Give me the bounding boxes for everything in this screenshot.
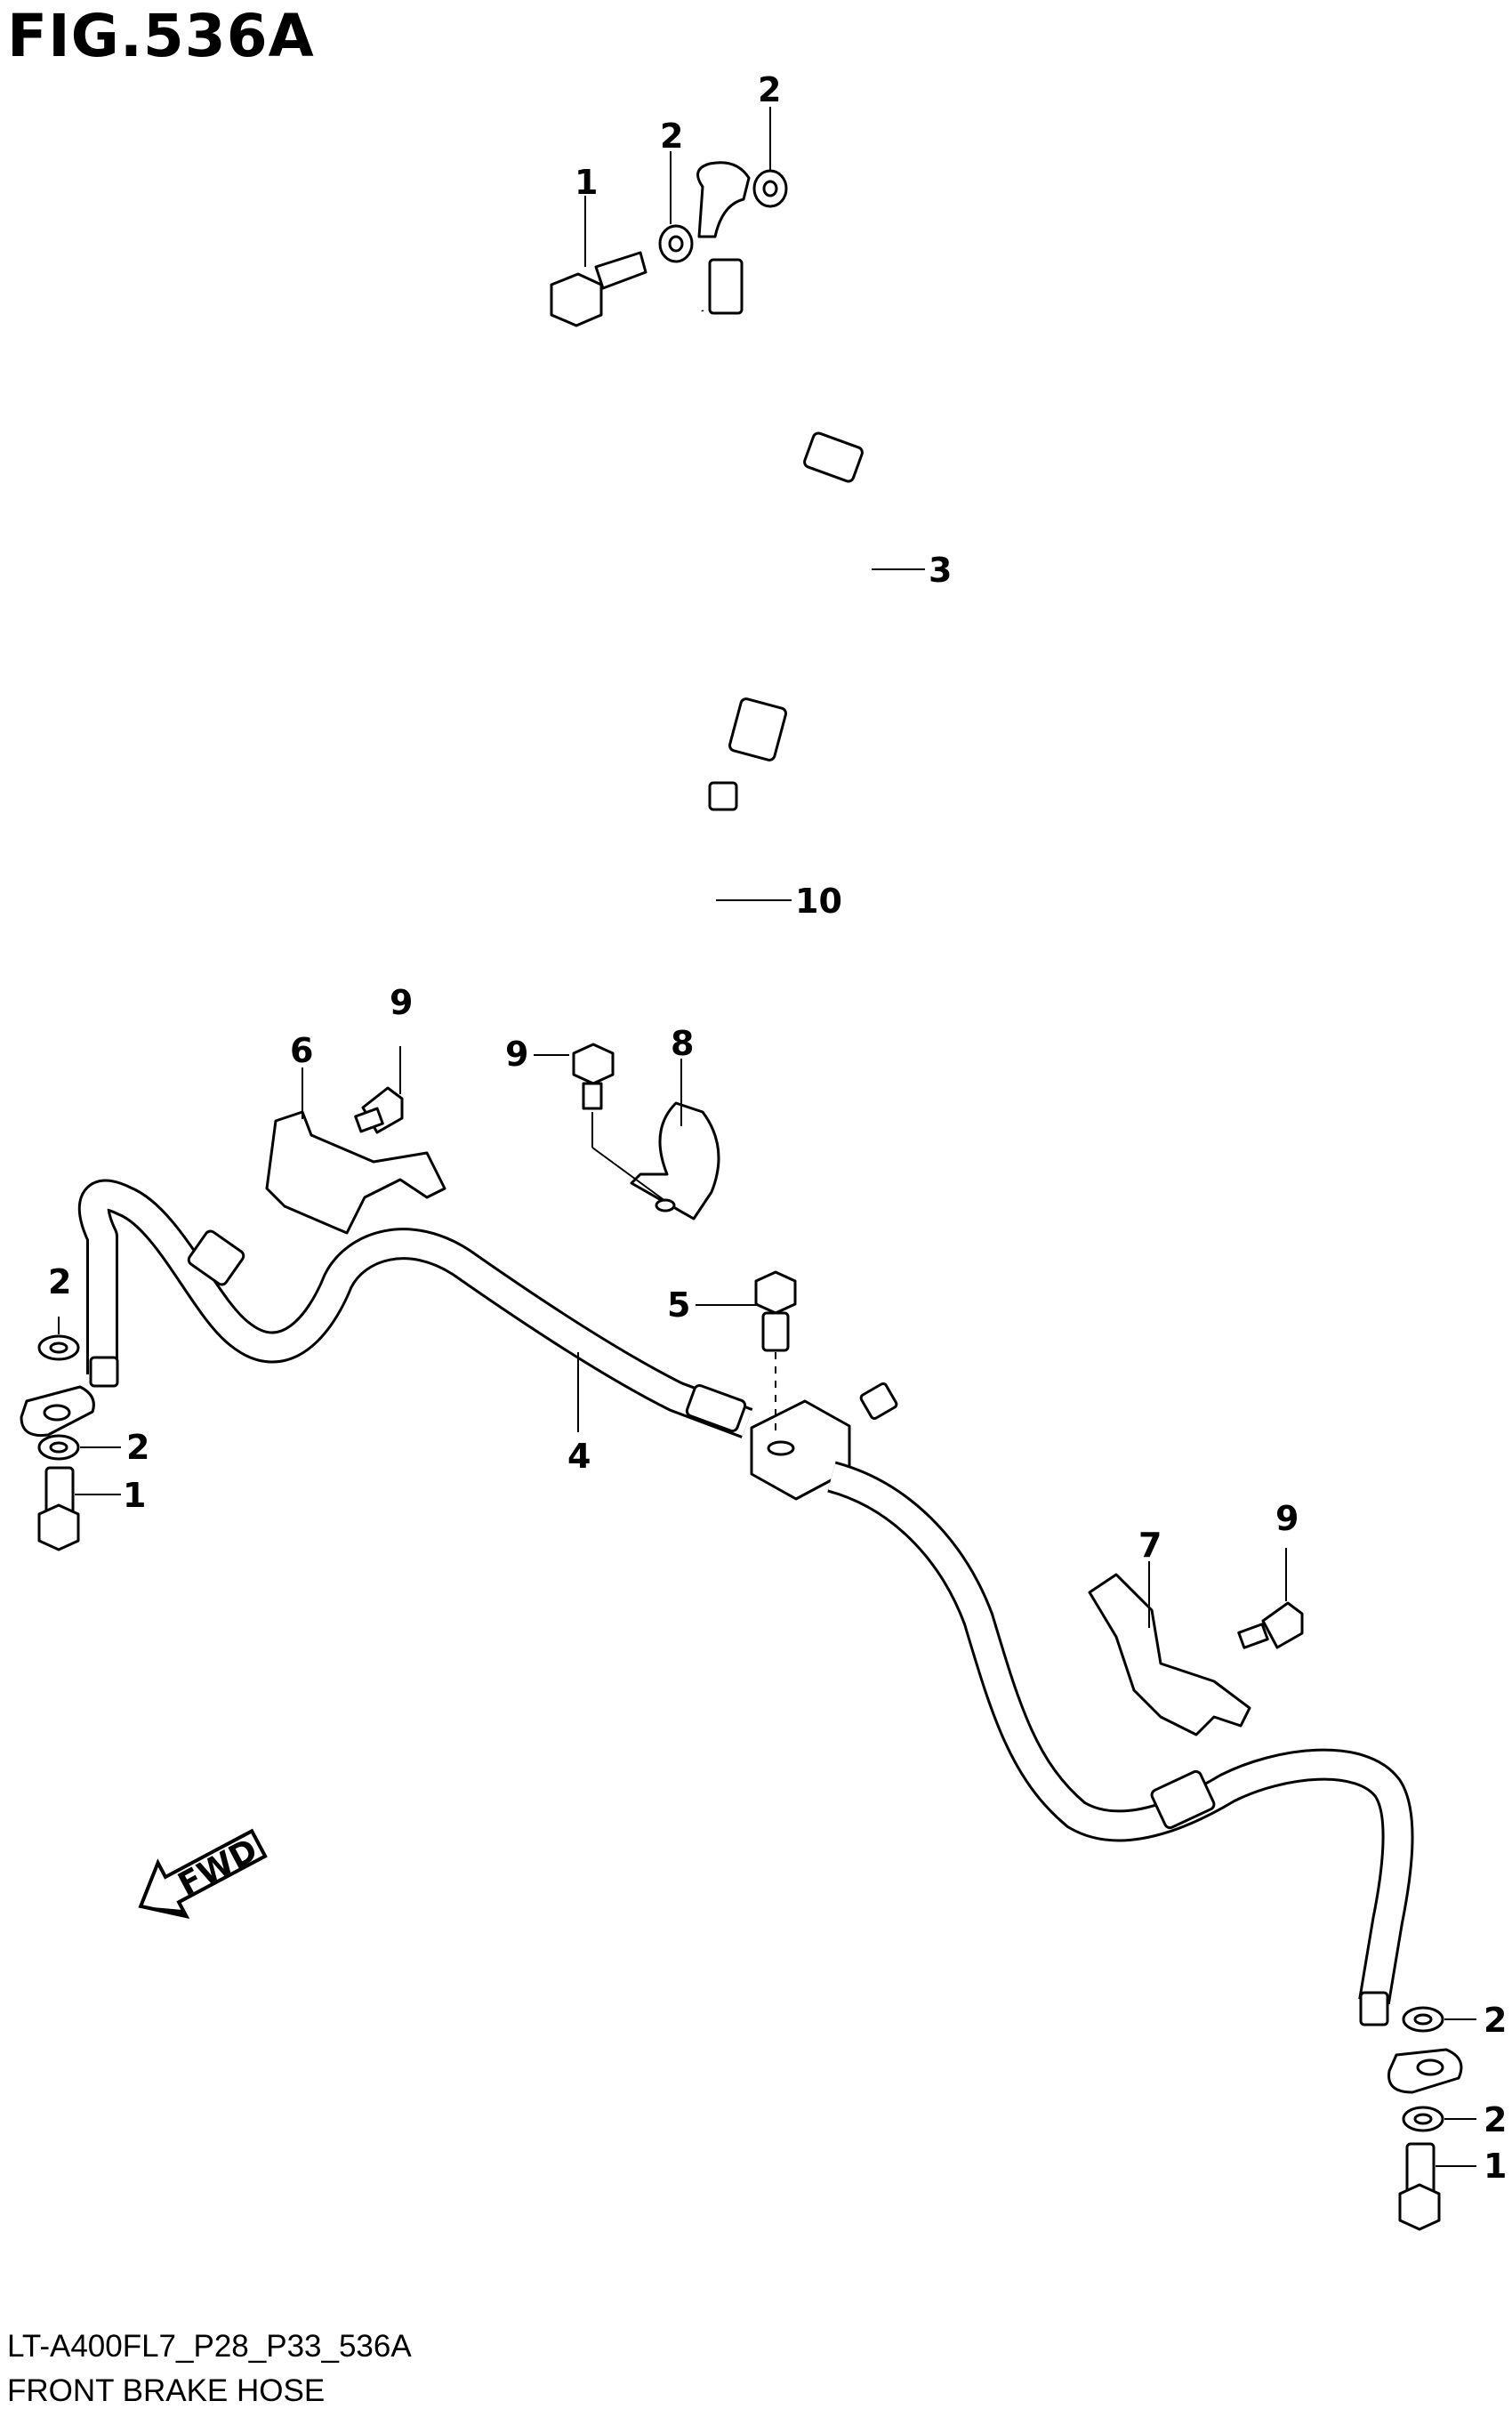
callout-10: 10 bbox=[795, 882, 842, 921]
callout-9: 9 bbox=[1275, 1499, 1299, 1538]
part-5-bolt[interactable] bbox=[754, 1270, 797, 1352]
fwd-label: FWD bbox=[173, 1832, 263, 1903]
part-6-bracket[interactable] bbox=[265, 1110, 446, 1235]
leader-lines bbox=[58, 107, 1476, 2167]
callout-2: 2 bbox=[660, 117, 683, 156]
callout-4: 4 bbox=[567, 1437, 591, 1476]
callout-7: 7 bbox=[1138, 1526, 1162, 1565]
callout-labels: 1 2 2 3 10 9 6 9 8 2 2 1 5 4 7 9 2 2 1 bbox=[48, 70, 1507, 2186]
callout-8: 8 bbox=[671, 1024, 694, 1063]
callout-2: 2 bbox=[48, 1262, 71, 1301]
part-2-washers[interactable] bbox=[37, 169, 1444, 2132]
part-8-clamp[interactable] bbox=[630, 1101, 720, 1221]
figure-name: FRONT BRAKE HOSE bbox=[7, 2373, 326, 2408]
callout-2: 2 bbox=[758, 70, 781, 109]
right-lower-hose[interactable] bbox=[826, 1461, 1463, 2094]
figure-code: LT-A400FL7_P28_P33_536A bbox=[7, 2329, 412, 2364]
callout-5: 5 bbox=[667, 1285, 690, 1325]
callout-9: 9 bbox=[505, 1035, 528, 1074]
callout-1: 1 bbox=[123, 1476, 146, 1515]
part-1-bolt-left[interactable] bbox=[37, 1466, 80, 1551]
part-7-bracket[interactable] bbox=[1088, 1573, 1251, 1736]
callout-2: 2 bbox=[1484, 2100, 1507, 2139]
figure-title: FIG.536A bbox=[7, 2, 315, 70]
part-4-left-hose[interactable] bbox=[20, 1179, 753, 1438]
part-1-bolt-top[interactable] bbox=[550, 251, 647, 327]
callout-2: 2 bbox=[126, 1428, 149, 1467]
callout-6: 6 bbox=[290, 1031, 313, 1070]
callout-1: 1 bbox=[1484, 2147, 1507, 2186]
callout-1: 1 bbox=[575, 163, 598, 202]
part-10-brake-pipe[interactable] bbox=[708, 781, 928, 1421]
part-3-upper-hose[interactable] bbox=[690, 161, 878, 761]
callout-3: 3 bbox=[929, 551, 952, 590]
part-1-bolt-right[interactable] bbox=[1398, 2142, 1441, 2231]
fwd-direction-arrow: FWD bbox=[138, 1828, 268, 1919]
callout-2: 2 bbox=[1484, 2001, 1507, 2040]
callout-9: 9 bbox=[390, 983, 413, 1022]
part-9-bolts[interactable] bbox=[354, 1043, 1304, 1649]
